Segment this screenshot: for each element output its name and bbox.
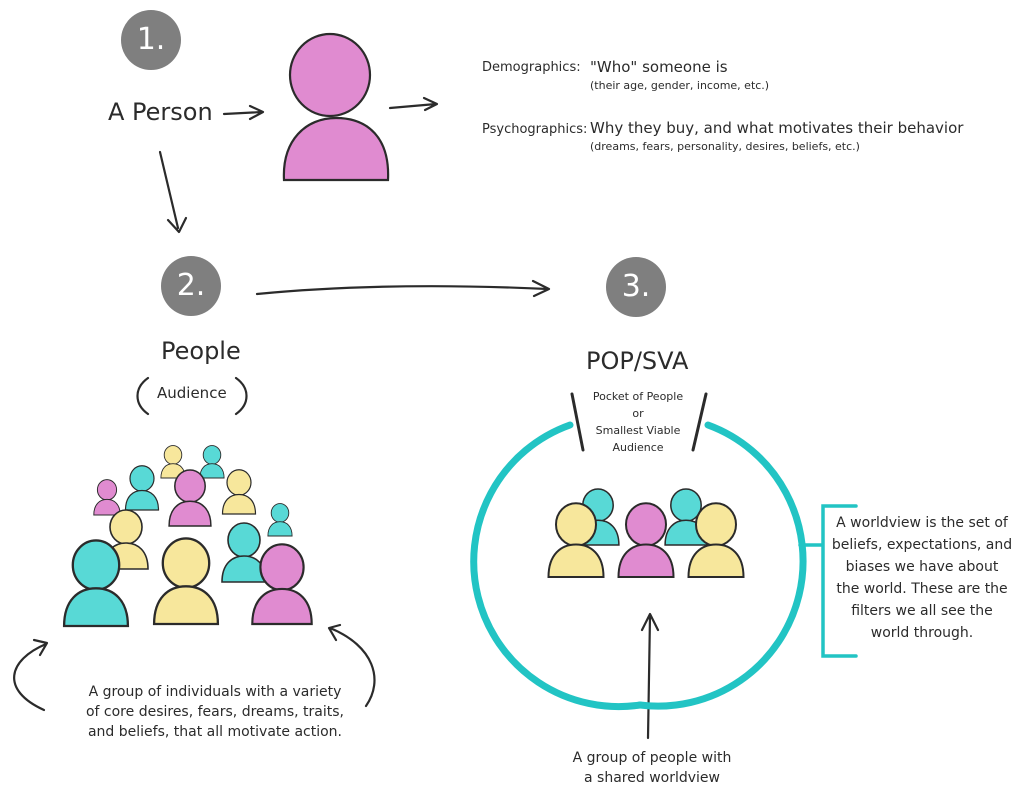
shared-worldview-caption: A group of people with a shared worldvie…	[562, 748, 742, 788]
paren-left	[136, 376, 150, 416]
worldview-line: beliefs, expectations, and	[831, 537, 1013, 553]
worldview-line: world through.	[870, 625, 974, 641]
worldview-line: filters we all see the	[851, 603, 993, 619]
arrow-right-curve	[327, 623, 376, 708]
step-1-number: 1.	[136, 22, 166, 57]
audience-caption-line: of core desires, fears, dreams, traits,	[85, 704, 345, 720]
paren-right	[234, 376, 248, 416]
pop-sva-subtitle-line: Pocket of People	[592, 390, 684, 403]
arrow-left-curve	[13, 638, 49, 712]
shared-worldview-caption-line: A group of people with	[572, 750, 732, 766]
step-3-number: 3.	[621, 269, 651, 304]
arrow-head-to-definitions	[388, 96, 439, 112]
person-teal-small	[267, 503, 293, 537]
psychographics-description: Why they buy, and what motivates their b…	[590, 119, 964, 137]
psychographics-example: (dreams, fears, personality, desires, be…	[590, 140, 860, 153]
arrow-person-to-head	[222, 104, 265, 121]
person-teal-small	[199, 445, 225, 479]
person-pink-small	[93, 479, 121, 516]
worldview-line: biases we have about	[845, 559, 999, 575]
a-person-label: A Person	[108, 98, 213, 126]
step-2-number: 2.	[176, 268, 206, 303]
audience-caption-line: A group of individuals with a variety	[88, 684, 342, 700]
step-3-circle: 3.	[606, 257, 666, 317]
people-title: People	[161, 337, 241, 365]
audience-caption: A group of individuals with a variety of…	[60, 682, 370, 742]
demographics-example: (their age, gender, income, etc.)	[590, 79, 770, 92]
audience-subtitle: Audience	[157, 384, 227, 402]
worldview-ring-left-arc	[470, 421, 644, 711]
worldview-ring-right-arc	[636, 421, 807, 710]
pop-sva-subtitle-line: Smallest Viable	[595, 424, 681, 437]
step-2-circle: 2.	[161, 256, 221, 316]
worldview-bracket	[798, 504, 858, 658]
pop-sva-subtitle-line: Audience	[612, 441, 664, 454]
arrow-person-to-people	[158, 150, 188, 234]
arrow-people-to-pop	[255, 279, 551, 298]
psychographics-term: Psychographics:	[482, 122, 588, 137]
step-1-circle: 1.	[121, 10, 181, 70]
person-teal-small	[124, 465, 160, 511]
slash-left	[570, 392, 585, 452]
shared-worldview-caption-line: a shared worldview	[584, 770, 720, 786]
audience-crowd	[62, 445, 313, 628]
person-yellow-small	[221, 469, 257, 515]
slash-right	[691, 392, 708, 452]
arrow-shared-worldview	[640, 612, 660, 740]
pop-sva-subtitle-line: or	[632, 407, 644, 420]
worldview-definition: A worldview is the set of beliefs, expec…	[822, 512, 1022, 644]
demographics-description: "Who" someone is	[590, 58, 728, 76]
pop-sva-subtitle: Pocket of People or Smallest Viable Audi…	[578, 388, 698, 456]
audience-caption-line: and beliefs, that all motivate action.	[87, 724, 343, 740]
person-teal-medium	[221, 522, 267, 583]
worldview-line: the world. These are the	[836, 581, 1008, 597]
demographics-term: Demographics:	[482, 60, 581, 75]
pop-sva-title: POP/SVA	[586, 347, 689, 375]
worldview-line: A worldview is the set of	[836, 515, 1008, 531]
person-pink-large	[251, 543, 313, 626]
person-yellow-large	[152, 537, 220, 626]
single-person-icon	[282, 32, 390, 182]
shared-worldview-group	[547, 488, 745, 578]
